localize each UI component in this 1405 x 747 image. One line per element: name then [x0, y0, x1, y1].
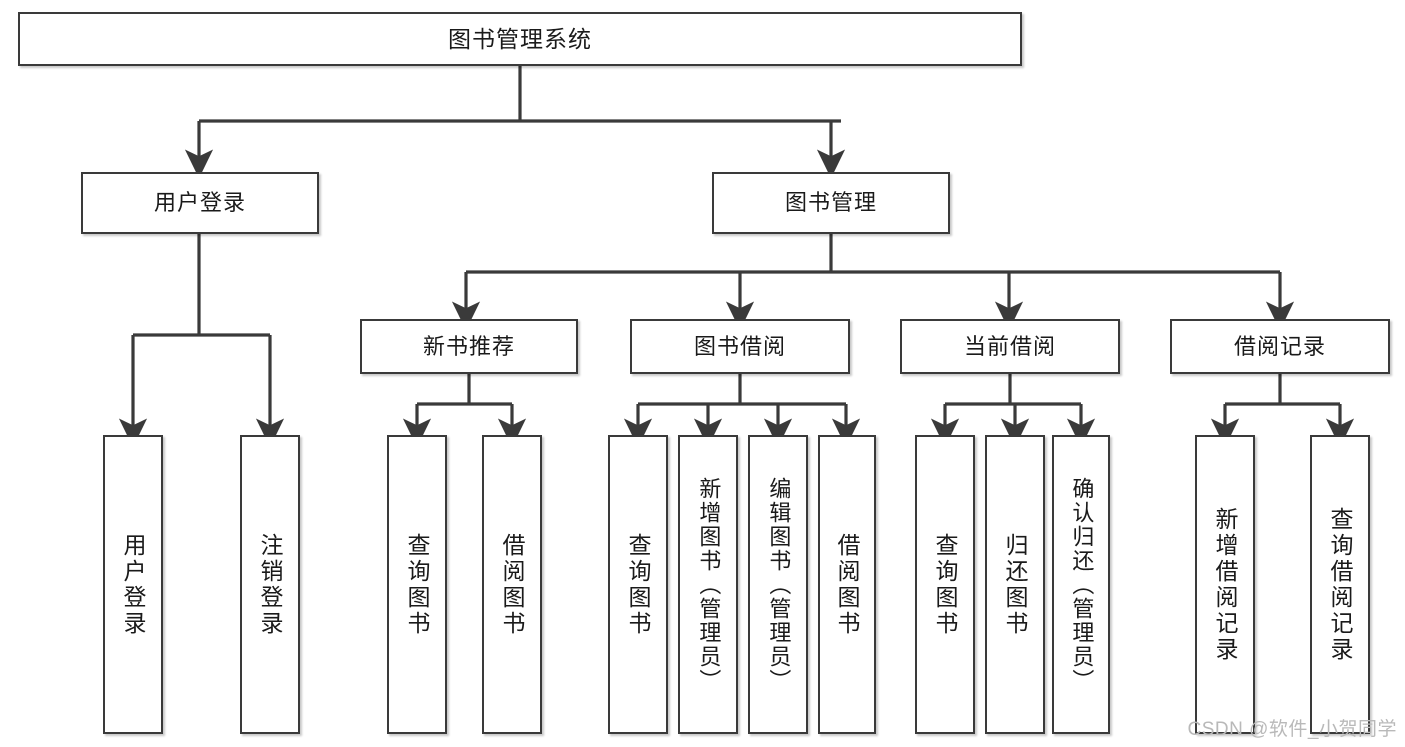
leaf-borrow-add-book-admin[interactable]: 新增图书（管理员）: [678, 435, 738, 734]
leaf-label: 用户登录: [120, 532, 147, 637]
node-borrow-record[interactable]: 借阅记录: [1170, 319, 1390, 374]
watermark-text: CSDN @软件_小贺同学: [1187, 719, 1397, 740]
leaf-label: 查询借阅记录: [1327, 506, 1354, 663]
leaf-label: 确认归还（管理员）: [1069, 476, 1095, 693]
leaf-label: 借阅图书: [499, 532, 526, 637]
leaf-borrow-edit-book-admin[interactable]: 编辑图书（管理员）: [748, 435, 808, 734]
leaf-label: 查询图书: [404, 532, 431, 637]
leaf-current-query-book[interactable]: 查询图书: [915, 435, 975, 734]
leaf-current-confirm-return-admin[interactable]: 确认归还（管理员）: [1052, 435, 1110, 734]
leaf-user-login-login[interactable]: 用户登录: [103, 435, 163, 734]
node-root-system[interactable]: 图书管理系统: [18, 12, 1022, 66]
leaf-recommend-query-book[interactable]: 查询图书: [387, 435, 447, 734]
leaf-label: 查询图书: [625, 532, 652, 637]
node-current-borrow[interactable]: 当前借阅: [900, 319, 1120, 374]
leaf-label: 编辑图书（管理员）: [766, 476, 792, 693]
leaf-user-login-logout[interactable]: 注销登录: [240, 435, 300, 734]
leaf-label: 注销登录: [257, 532, 284, 637]
leaf-label: 新增图书（管理员）: [696, 476, 722, 693]
leaf-label: 归还图书: [1002, 532, 1029, 637]
node-book-borrow[interactable]: 图书借阅: [630, 319, 850, 374]
leaf-label: 新增借阅记录: [1212, 506, 1239, 663]
leaf-record-add-record[interactable]: 新增借阅记录: [1195, 435, 1255, 734]
leaf-label: 查询图书: [932, 532, 959, 637]
leaf-recommend-borrow-book[interactable]: 借阅图书: [482, 435, 542, 734]
node-new-book-recommend[interactable]: 新书推荐: [360, 319, 578, 374]
node-book-management[interactable]: 图书管理: [712, 172, 950, 234]
leaf-borrow-borrow-book[interactable]: 借阅图书: [818, 435, 876, 734]
leaf-current-return-book[interactable]: 归还图书: [985, 435, 1045, 734]
leaf-record-query-record[interactable]: 查询借阅记录: [1310, 435, 1370, 734]
leaf-label: 借阅图书: [834, 532, 861, 637]
node-user-login[interactable]: 用户登录: [81, 172, 319, 234]
leaf-borrow-query-book[interactable]: 查询图书: [608, 435, 668, 734]
